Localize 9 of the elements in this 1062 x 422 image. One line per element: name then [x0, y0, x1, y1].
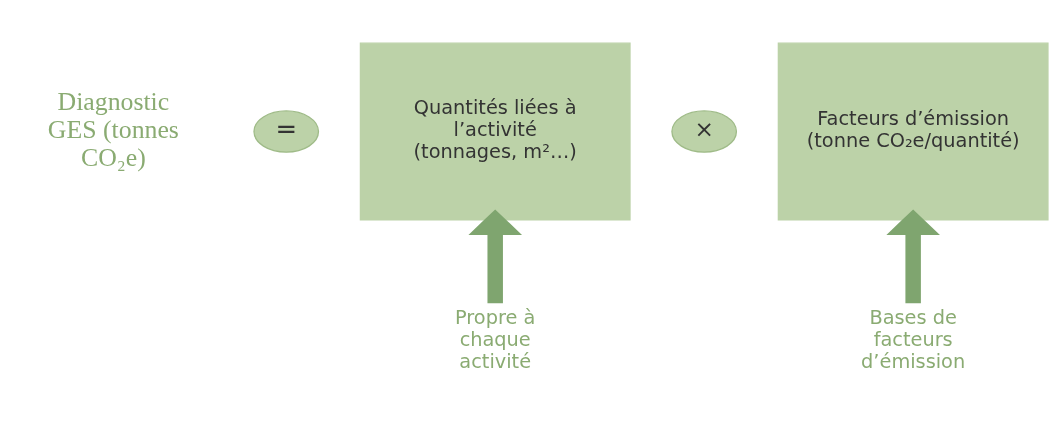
- node-ellipse: ×: [671, 109, 738, 153]
- arrow: [886, 208, 940, 303]
- node-box: Quantités liées à l’activité (tonnages, m²…): [359, 42, 631, 221]
- node-ellipse: =: [253, 109, 320, 153]
- node-text: Diagnostic GES (tonnes CO₂e): [47, 86, 179, 172]
- arrow: [468, 208, 523, 303]
- node-text: Propre à chaque activité: [455, 305, 536, 373]
- node-text: Bases de facteurs d’émission: [861, 305, 966, 373]
- node-box: Facteurs d’émission (tonne CO₂e/quantité): [777, 42, 1049, 221]
